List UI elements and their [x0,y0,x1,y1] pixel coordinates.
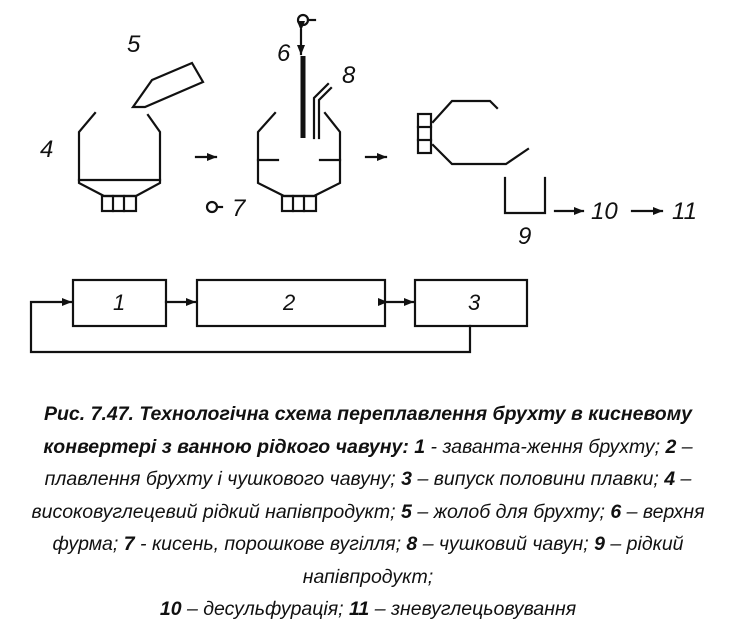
caption-item-num: 9 [594,533,605,555]
pig-iron-feeder [312,82,330,140]
caption-item-num: 1 [414,435,426,458]
label-11: 11 [672,198,697,225]
caption-item-num: 7 [123,533,135,555]
block-1-label: 1 [113,290,125,315]
caption-item-text: – десульфурація; [186,598,344,620]
caption-item-num: 2 [665,435,677,458]
caption-title: Рис. 7.47. Технологічна схема переплавле… [43,403,692,458]
caption-item-num: 10 [159,598,182,620]
block-scheme: 1 2 3 [29,278,529,354]
caption-item-num: 8 [406,533,418,555]
caption-item-text: – чушковий чавун; [422,533,589,555]
label-9: 9 [518,223,531,250]
caption-item-num: 5 [401,500,412,523]
scrap-chute [130,61,205,109]
oxygen-coal-icon [205,200,219,214]
caption-item-num: 3 [401,468,413,490]
block-3-label: 3 [468,290,481,315]
caption-item-num: 11 [349,598,370,620]
caption-item-text: – рідкий напівпродукт; [302,533,684,588]
caption-item-num: 4 [664,468,676,490]
figure-caption: Рис. 7.47. Технологічна схема переплавле… [18,398,718,626]
caption-item-text: – високовуглецевий рідкий напівпродукт; [31,468,692,523]
caption-item-text: - заванта-ження брухту; [430,435,661,458]
caption-item-text: - кисень, порошкове вугілля; [140,533,401,555]
label-7: 7 [232,195,247,222]
caption-item-num: 6 [610,500,622,523]
caption-item-text: – зневуглецьовування [374,598,577,620]
oxygen-source-icon [296,13,310,27]
label-5: 5 [127,31,141,58]
caption-item-text: – верхня фурма; [52,500,705,556]
converter-charging [77,111,162,213]
label-10: 10 [591,198,618,225]
caption-item-text: – жолоб для брухту; [417,500,605,523]
process-diagram: 4 5 6 7 8 9 10 11 1 2 3 [29,13,697,354]
block-2-label: 2 [282,290,295,315]
label-6: 6 [277,40,291,67]
converter-tapping [416,99,530,166]
converter-melting [256,111,342,213]
ladle [503,176,547,215]
label-8: 8 [342,62,356,89]
label-4: 4 [40,136,53,163]
caption-item-text: – плавлення брухту і чушкового чавуну; [44,435,693,491]
caption-item-text: – випуск половини плавки; [417,468,659,490]
